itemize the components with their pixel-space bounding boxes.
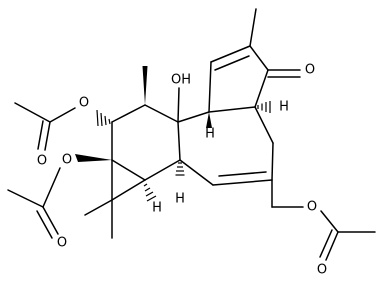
o-acyl1-bond bbox=[49, 107, 76, 123]
acetyl1-methyl bbox=[14, 102, 51, 123]
ester2-oxygen-label: O bbox=[62, 153, 72, 168]
h-c8-label: H bbox=[175, 192, 185, 207]
ester2-carbonyl bbox=[36, 206, 59, 239]
ester1-carbonyl-label: O bbox=[37, 154, 47, 169]
cycloheptene-ring bbox=[177, 106, 274, 186]
h-c4-hash bbox=[257, 101, 271, 113]
methyl-c2 bbox=[249, 8, 257, 47]
ester3-carbonyl-label: O bbox=[317, 263, 327, 278]
ester1-carbonyl bbox=[37, 120, 51, 151]
c13-oac-wedge bbox=[75, 154, 112, 162]
ester3-oxygen-label: O bbox=[307, 200, 317, 215]
o-acyl3-bond bbox=[320, 210, 339, 233]
acetyl2-methyl bbox=[7, 189, 44, 208]
ester2-carbonyl-label: O bbox=[57, 236, 67, 251]
cyclohexane-ring bbox=[111, 104, 181, 181]
c9-oh-bond bbox=[177, 87, 180, 123]
ketone-oxygen-label: O bbox=[305, 63, 315, 78]
ester3-carbonyl bbox=[319, 229, 339, 261]
cyclopropane-ring bbox=[111, 159, 146, 201]
h-ring5-label: H bbox=[205, 127, 215, 142]
h-cyclopropane-hash bbox=[143, 183, 157, 202]
gem-methyl-1 bbox=[84, 199, 113, 216]
h-cyclopropane-label: H bbox=[152, 201, 162, 216]
methyl-c11-wedge bbox=[142, 66, 148, 105]
o-acyl2-bond bbox=[42, 167, 61, 208]
h-c8-hash bbox=[175, 162, 185, 176]
h-c10-wedge bbox=[206, 112, 212, 128]
h-ring7-label: H bbox=[279, 100, 289, 115]
c12-oac-hash bbox=[96, 109, 111, 127]
ketone-double-bond bbox=[267, 69, 301, 78]
cyclopentenone-ring bbox=[208, 45, 269, 113]
ester1-oxygen-label: O bbox=[79, 96, 89, 111]
hydroxyl-label: OH bbox=[171, 73, 191, 88]
